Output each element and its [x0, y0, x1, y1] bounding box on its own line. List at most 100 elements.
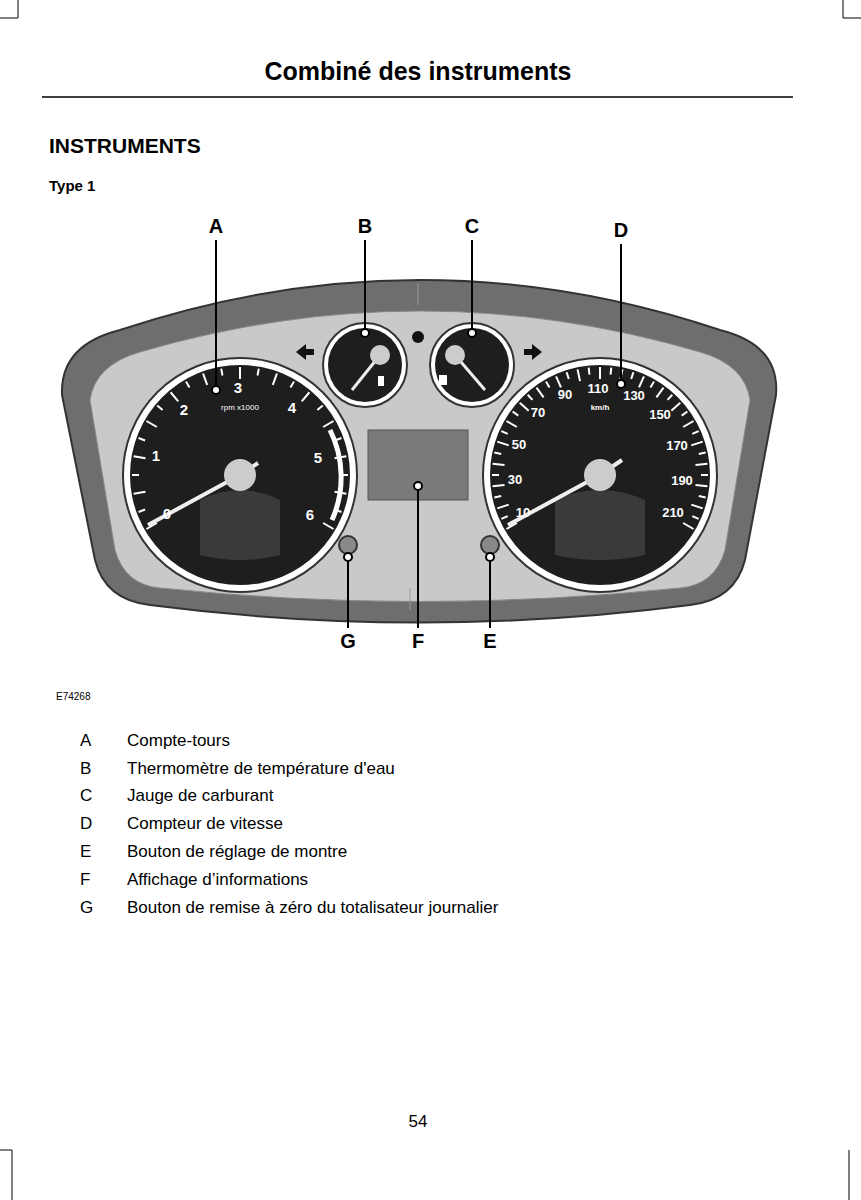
gauge-number: 10	[516, 506, 530, 521]
gauge-tick	[134, 492, 146, 494]
gauge-tick	[335, 510, 342, 512]
gauge-tick	[692, 516, 698, 519]
gauge-tick	[157, 406, 162, 410]
legend-text: Bouton de remise à zéro du totalisateur …	[127, 898, 498, 918]
gauge-tick	[494, 496, 501, 497]
legend-text: Affichage d’informations	[127, 870, 308, 890]
gauge-tick	[695, 464, 707, 465]
callout-letter: D	[614, 219, 628, 242]
callout-letter: C	[465, 215, 479, 238]
gauge-tick	[341, 474, 348, 476]
gauge-tick	[692, 431, 698, 434]
gauge-number: 30	[508, 473, 522, 488]
gauge-number: 210	[662, 506, 684, 521]
gauge-tick	[302, 392, 310, 401]
gauge-tick	[273, 374, 277, 385]
gauge-number: 5	[314, 449, 322, 466]
gauge-tick	[186, 381, 190, 387]
gauge-tick	[134, 456, 146, 458]
gauge-tick	[631, 372, 633, 379]
gauge-tick	[171, 392, 179, 401]
gauge-tick	[221, 369, 222, 376]
gauge-tick	[683, 523, 693, 529]
gauge-number: 110	[588, 382, 609, 397]
gauge-tick	[599, 367, 601, 379]
callout-letter: E	[483, 630, 496, 653]
gauge-tick	[493, 464, 505, 465]
gauge-tick	[497, 505, 508, 509]
gauge-number: 3	[234, 379, 242, 396]
section-heading: INSTRUMENTS	[49, 134, 201, 158]
gauge-number: 190	[671, 474, 693, 489]
gauge-tick	[691, 505, 702, 509]
gauge-tick	[323, 421, 333, 427]
gauge-tick	[701, 474, 708, 476]
gauge-tick	[317, 406, 322, 410]
gauge-tick	[578, 369, 580, 381]
gauge-number: 130	[623, 389, 645, 404]
legend-text: Jauge de carburant	[127, 786, 274, 806]
figure-code: E74268	[56, 691, 90, 703]
gauge-tick	[556, 376, 561, 387]
gauge-tick	[203, 374, 207, 385]
gauge-number: 1	[152, 447, 160, 464]
callout-letter: A	[209, 215, 223, 238]
gauge-tick	[668, 395, 673, 400]
gauge-tick	[258, 369, 259, 376]
gauge-number: 2	[180, 401, 188, 418]
gauge-tick	[139, 438, 146, 440]
gauge-unit: rpm x1000	[221, 403, 259, 412]
gauge-tick	[497, 442, 508, 446]
gauge-tick	[682, 412, 688, 416]
legend-text: Compteur de vitesse	[127, 814, 283, 834]
gauge-tick	[683, 421, 693, 427]
gauge-tick	[651, 381, 655, 387]
gauge-tick	[528, 395, 533, 400]
gauge-tick	[537, 388, 544, 398]
gauge-tick	[513, 412, 519, 416]
legend-letter: D	[80, 814, 92, 834]
gauge-tick	[335, 438, 342, 440]
page-header: Combiné des instruments	[265, 57, 572, 86]
legend-letter: E	[80, 842, 91, 862]
gauge-tick	[699, 453, 706, 454]
gauge-tick	[132, 474, 139, 476]
gauge-tick	[335, 492, 347, 494]
gauge-tick	[691, 442, 702, 446]
gauge-tick	[139, 510, 146, 512]
gauge-tick	[695, 485, 707, 486]
callout-letter: G	[340, 630, 356, 653]
gauge-tick	[567, 372, 569, 379]
gauge-tick	[588, 368, 591, 375]
legend-text: Compte-tours	[127, 731, 230, 751]
gauge-tick	[492, 474, 499, 476]
gauge-tick	[639, 376, 644, 387]
callout-letter: B	[358, 215, 372, 238]
legend-letter: A	[80, 731, 91, 751]
legend-letter: F	[80, 870, 90, 890]
gauge-number: 0	[163, 505, 171, 522]
gauge-tick	[146, 421, 156, 427]
legend-text: Bouton de réglage de montre	[127, 842, 347, 862]
legend-text: Thermomètre de température d'eau	[127, 759, 395, 779]
gauge-tick	[501, 516, 507, 519]
gauge-tick	[671, 403, 680, 411]
page-number: 54	[409, 1112, 428, 1132]
gauge-unit: km/h	[591, 403, 610, 412]
gauge-tick	[520, 403, 529, 411]
gauge-tick	[335, 456, 347, 458]
gauge-tick	[291, 381, 295, 387]
gauge-tick	[323, 523, 333, 529]
callout-letter: F	[412, 630, 424, 653]
gauge-number: 4	[288, 399, 296, 416]
gauge-number: 170	[666, 439, 688, 454]
gauge-tick	[610, 368, 613, 375]
gauge-tick	[493, 485, 505, 486]
legend-letter: C	[80, 786, 92, 806]
gauge-tick	[494, 453, 501, 454]
gauge-tick	[699, 496, 706, 497]
gauge-number: 90	[558, 388, 572, 403]
gauge-number: 70	[531, 406, 545, 421]
gauge-number: 6	[306, 506, 314, 523]
